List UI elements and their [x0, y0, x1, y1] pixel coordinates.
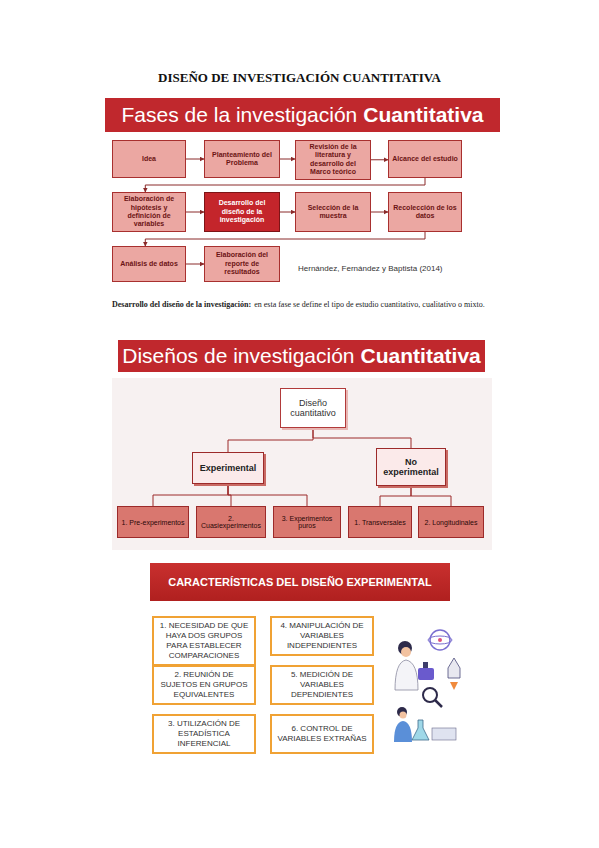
- characteristic-box: 4. MANIPULACIÓN DE VARIABLES INDEPENDIEN…: [270, 616, 374, 656]
- characteristic-box: 5. MEDICIÓN DE VARIABLES DEPENDIENTES: [270, 665, 374, 705]
- node-text: Cuantitativa: [363, 103, 483, 127]
- node-text: 2. Cuasiexperimentos: [200, 515, 262, 529]
- phase-box: Elaboración de hipótesis y definición de…: [112, 192, 186, 232]
- node-text: 2. REUNIÓN DE SUJETOS EN GRUPOS EQUIVALE…: [158, 670, 250, 700]
- flow-arrow: [371, 159, 388, 160]
- section-banner: Fases de la investigaciónCuantitativa: [105, 98, 500, 132]
- paragraph-lead: Desarrollo del diseño de la investigació…: [112, 300, 251, 309]
- tree-connector: [411, 486, 451, 506]
- phase-box: Análisis de datos: [112, 246, 186, 282]
- node-text: Elaboración de hipótesis y definición de…: [116, 195, 182, 229]
- characteristic-box: 2. REUNIÓN DE SUJETOS EN GRUPOS EQUIVALE…: [152, 665, 256, 705]
- flow-arrow: [371, 212, 388, 213]
- node-text: Cuantitativa: [361, 344, 481, 368]
- node-text: Alcance del estudio: [392, 155, 458, 163]
- flow-arrow: [186, 264, 204, 265]
- tree-ground: [112, 378, 492, 550]
- node-text: Revisión de la literatura y desarrollo d…: [299, 143, 367, 177]
- flow-arrow: [186, 212, 204, 213]
- node-text: Análisis de datos: [120, 260, 178, 268]
- phase-box: Recolección de los datos: [388, 192, 462, 232]
- section-banner: CARACTERÍSTICAS DEL DISEÑO EXPERIMENTAL: [150, 563, 450, 601]
- tree-connector: [380, 486, 411, 506]
- paragraph-body: en esta fase se define el tipo de estudi…: [254, 300, 485, 309]
- node-text: 1. NECESIDAD DE QUE HAYA DOS GRUPOS PARA…: [158, 621, 250, 661]
- highlight-phase-box: Desarrollo del diseño de la investigació…: [204, 192, 280, 232]
- node-text: 4. MANIPULACIÓN DE VARIABLES INDEPENDIEN…: [276, 621, 368, 651]
- node-text: Elaboración del reporte de resultados: [208, 251, 276, 276]
- flow-arrow: [280, 212, 295, 213]
- phase-box: Revisión de la literatura y desarrollo d…: [295, 140, 371, 180]
- characteristic-box: 6. CONTROL DE VARIABLES EXTRAÑAS: [270, 714, 374, 754]
- node-text: 3. UTILIZACIÓN DE ESTADÍSTICA INFERENCIA…: [158, 719, 250, 749]
- node-text: 1. Pre-experimentos: [121, 519, 184, 526]
- page-title: DISEÑO DE INVESTIGACIÓN CUANTITATIVA: [20, 70, 579, 86]
- tree-connector: [313, 428, 411, 448]
- node-text: 5. MEDICIÓN DE VARIABLES DEPENDIENTES: [276, 670, 368, 700]
- phase-box: Planteamiento del Problema: [204, 140, 280, 178]
- design-box: 2. Cuasiexperimentos: [196, 506, 266, 538]
- tree-connector: [153, 484, 228, 506]
- tree-connector: [228, 428, 313, 452]
- design-box: 1. Pre-experimentos: [117, 506, 189, 538]
- phase-box: Selección de la muestra: [295, 192, 371, 232]
- phase-box: Elaboración del reporte de resultados: [204, 246, 280, 282]
- scientists-illustration: [394, 630, 460, 742]
- section-banner: Diseños de investigación Cuantitativa: [118, 340, 485, 372]
- paragraph: Desarrollo del diseño de la investigació…: [112, 300, 492, 311]
- flow-arrow: [280, 159, 295, 160]
- node-text: Desarrollo del diseño de la investigació…: [208, 199, 276, 224]
- node-text: 6. CONTROL DE VARIABLES EXTRAÑAS: [276, 724, 368, 744]
- characteristic-box: 3. UTILIZACIÓN DE ESTADÍSTICA INFERENCIA…: [152, 714, 256, 754]
- node-text: No experimental: [380, 457, 442, 477]
- node-text: Recolección de los datos: [392, 204, 458, 221]
- design-box: 2. Longitudinales: [418, 506, 484, 538]
- citation: Hernández, Fernández y Baptista (2014): [298, 264, 443, 273]
- category-box: No experimental: [376, 448, 446, 486]
- design-box: 1. Transversales: [348, 506, 412, 538]
- node-text: 2. Longitudinales: [425, 519, 478, 526]
- characteristic-box: 1. NECESIDAD DE QUE HAYA DOS GRUPOS PARA…: [152, 616, 256, 666]
- node-text: Experimental: [200, 463, 257, 473]
- flow-arrow: [145, 178, 425, 192]
- node-text: 3. Experimentos puros: [277, 515, 337, 529]
- node-text: Diseños de investigación: [122, 344, 354, 368]
- design-box: 3. Experimentos puros: [273, 506, 341, 538]
- phase-box: Idea: [112, 140, 186, 178]
- node-text: Diseño cuantitativo: [284, 398, 342, 418]
- node-text: Selección de la muestra: [299, 204, 367, 221]
- root-box: Diseño cuantitativo: [280, 388, 346, 428]
- node-text: Planteamiento del Problema: [208, 151, 276, 168]
- node-text: Fases de la investigación: [122, 103, 358, 127]
- node-text: 1. Transversales: [354, 519, 405, 526]
- flow-arrow: [186, 159, 204, 160]
- flow-arrow: [145, 232, 425, 246]
- node-text: Idea: [142, 155, 156, 163]
- tree-connector: [228, 484, 307, 506]
- phase-box: Alcance del estudio: [388, 140, 462, 178]
- category-box: Experimental: [192, 452, 264, 484]
- node-text: CARACTERÍSTICAS DEL DISEÑO EXPERIMENTAL: [168, 576, 432, 588]
